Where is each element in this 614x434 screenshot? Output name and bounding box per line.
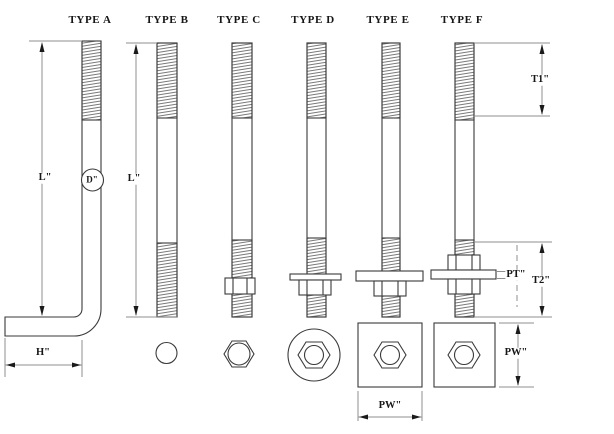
top-thread-length-label: T1" (529, 73, 551, 86)
type-d-header: TYPE D (291, 14, 335, 26)
type-b-bolt (155, 42, 178, 365)
type-b-end-view-circle (155, 341, 178, 365)
type-d-end-view-washer-nut (287, 328, 341, 382)
type-f-arrows (515, 44, 545, 386)
type-e-top-thread (381, 42, 401, 119)
type-c-end-view-hex-nut (223, 340, 255, 368)
type-c-header: TYPE C (217, 14, 261, 26)
type-d-bolt (287, 42, 342, 382)
type-e-header: TYPE E (366, 14, 410, 26)
type-a-top-thread (81, 40, 102, 121)
type-a-diameter-label: D" (86, 174, 98, 185)
type-f-top-thread (454, 42, 475, 121)
type-f-bolt (430, 42, 497, 388)
type-e-hex-nut (373, 280, 407, 297)
type-f-end-view-plate-nut (433, 322, 496, 388)
type-e-plate-washer (355, 270, 424, 282)
type-c-top-thread (231, 42, 253, 119)
type-a-header: TYPE A (68, 14, 112, 26)
type-b-top-thread (156, 42, 178, 119)
type-e-dimensions (357, 391, 423, 421)
type-e-end-view-plate-nut (357, 322, 423, 388)
type-e-bolt (355, 42, 424, 388)
type-b-bottom-thread (156, 242, 178, 318)
type-d-top-thread (306, 42, 327, 119)
type-a-bolt (4, 40, 105, 337)
type-f-dimensions (475, 42, 552, 388)
type-d-hex-nut (298, 279, 332, 296)
type-d-round-washer (289, 273, 342, 281)
plate-thickness-label: PT" (505, 268, 527, 281)
type-e-plate-width-label: PW" (377, 399, 403, 412)
type-e-arrows (359, 414, 421, 420)
type-f-plate-width-label: PW" (503, 346, 529, 359)
type-f-lower-hex-nut (447, 278, 481, 295)
type-c-bolt (223, 42, 256, 368)
type-a-diameter-callout (80, 168, 105, 192)
type-f-header: TYPE F (440, 14, 484, 26)
type-f-upper-hex-nut (447, 254, 481, 271)
type-a-length-label: L" (37, 171, 53, 184)
bottom-thread-length-label: T2" (530, 274, 552, 287)
type-a-hook-label: H" (35, 346, 51, 359)
type-b-length-label: L" (126, 172, 142, 185)
type-b-header: TYPE B (145, 14, 189, 26)
type-c-hex-nut (224, 277, 256, 295)
type-f-plate-washer (430, 269, 497, 280)
type-a-arrows (6, 42, 81, 368)
type-b-arrows (133, 44, 139, 316)
